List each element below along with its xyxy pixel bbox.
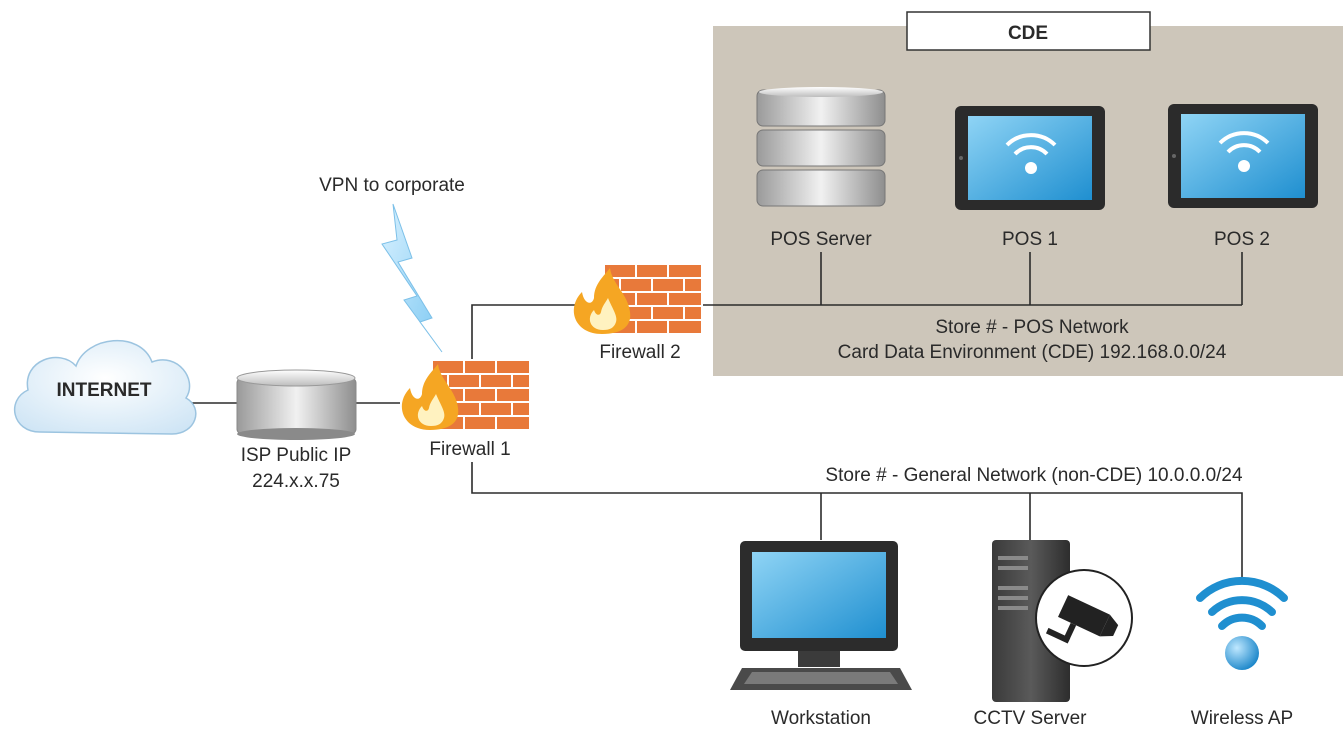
network-wires	[190, 252, 1243, 578]
vpn-label: VPN to corporate	[319, 175, 465, 196]
wifi-icon	[1196, 576, 1288, 670]
pos-network-label: Store # - POS Network	[935, 317, 1129, 338]
pos-1-label: POS 1	[1002, 229, 1058, 250]
pos-2-label: POS 2	[1214, 229, 1270, 250]
cde-network-detail: Card Data Environment (CDE) 192.168.0.0/…	[838, 342, 1227, 363]
tablet-icon	[1168, 104, 1318, 208]
pos-server-label: POS Server	[770, 229, 872, 250]
firewall-2-label: Firewall 2	[599, 342, 680, 363]
wireless-ap-label: Wireless AP	[1191, 708, 1293, 729]
tablet-icon	[955, 106, 1105, 210]
cde-title: CDE	[1008, 23, 1048, 44]
cctv-server-label: CCTV Server	[974, 708, 1088, 729]
cde-title-box	[906, 11, 1151, 51]
isp-label-line1: ISP Public IP	[241, 445, 352, 466]
internet-label: INTERNET	[57, 380, 152, 401]
firewall-1-label: Firewall 1	[429, 439, 510, 460]
cctv-server-icon	[992, 540, 1133, 702]
firewall-icon	[401, 359, 531, 431]
isp-label-line2: 224.x.x.75	[252, 471, 340, 492]
firewall-icon	[573, 263, 703, 335]
lightning-icon	[381, 203, 443, 353]
monitor-icon	[730, 541, 912, 690]
workstation-label: Workstation	[771, 708, 871, 729]
server-icon	[756, 87, 886, 207]
general-network-label: Store # - General Network (non-CDE) 10.0…	[825, 465, 1243, 486]
cloud-icon	[13, 339, 197, 435]
router-icon	[236, 369, 357, 440]
